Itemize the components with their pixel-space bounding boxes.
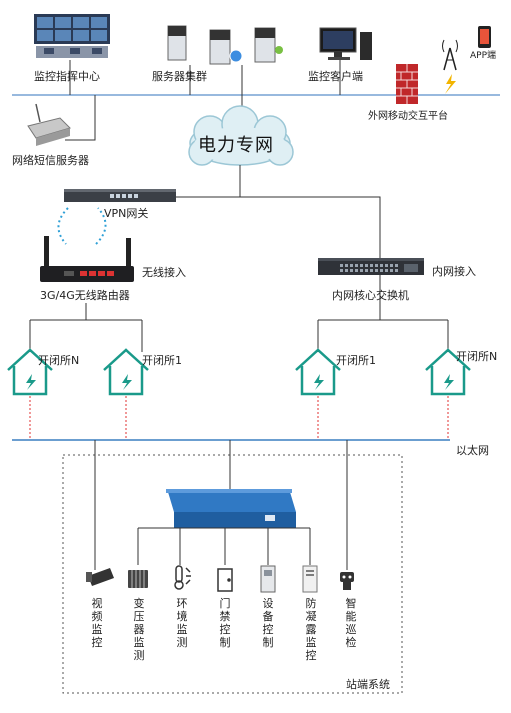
device-label: 门禁控制 xyxy=(219,597,231,649)
lightning-icon xyxy=(445,74,456,94)
sms-server-icon xyxy=(27,103,71,146)
firewall-icon xyxy=(396,64,418,104)
substation-label: 开闭所N xyxy=(38,354,80,367)
antenna-icon xyxy=(442,39,458,71)
vpn-gateway-icon xyxy=(64,189,176,202)
phone-icon xyxy=(478,26,491,48)
dehumidifier-icon xyxy=(302,565,318,593)
monitor-client-icon xyxy=(319,27,372,60)
transformer-icon xyxy=(128,570,148,588)
device-label: 环境监测 xyxy=(176,597,188,649)
sms-server-label: 网络短信服务器 xyxy=(12,154,89,167)
server-cluster-label: 服务器集群 xyxy=(152,70,207,83)
ethernet-label: 以太网 xyxy=(456,444,489,457)
wireless-access-label: 无线接入 xyxy=(142,266,186,279)
thermometer-icon xyxy=(174,565,191,590)
station-label: 站端系统 xyxy=(346,678,390,691)
lan-access-label: 内网接入 xyxy=(432,265,476,278)
device-label: 视频监控 xyxy=(91,597,103,649)
external-platform-label: 外网移动交互平台 xyxy=(368,111,448,122)
substation-label: 开闭所1 xyxy=(142,354,182,367)
app-client-label: APP端 xyxy=(470,51,497,61)
monitor-center-label: 监控指挥中心 xyxy=(34,70,100,83)
substation-label: 开闭所N xyxy=(456,350,498,363)
monitor-client-label: 监控客户端 xyxy=(308,70,363,83)
server-cluster-icon xyxy=(167,25,283,65)
device-label: 智能巡检 xyxy=(345,597,357,649)
core-switch-label: 内网核心交换机 xyxy=(332,289,409,302)
router-label: 3G/4G无线路由器 xyxy=(40,289,130,302)
router-icon xyxy=(40,236,134,282)
robot-icon xyxy=(340,572,354,590)
device-label: 设备控制 xyxy=(262,597,274,649)
substation-house-icon xyxy=(425,348,471,396)
vpn-gateway-label: VPN网关 xyxy=(104,207,149,220)
device-label: 变压器监测 xyxy=(133,597,145,662)
monitor-center-icon xyxy=(34,14,110,58)
cabinet-icon xyxy=(260,565,276,593)
substation-label: 开闭所1 xyxy=(336,354,376,367)
cloud-label: 电力专网 xyxy=(198,135,274,156)
core-switch-icon xyxy=(318,258,424,275)
substation-house-icon xyxy=(103,348,149,396)
station-box xyxy=(62,454,403,694)
substation-house-icon xyxy=(295,348,341,396)
door-icon xyxy=(217,568,233,592)
camera-icon xyxy=(86,568,114,586)
device-label: 防凝露监控 xyxy=(305,597,317,662)
station-controller-icon xyxy=(166,489,296,528)
substation-house-icon xyxy=(7,348,53,396)
